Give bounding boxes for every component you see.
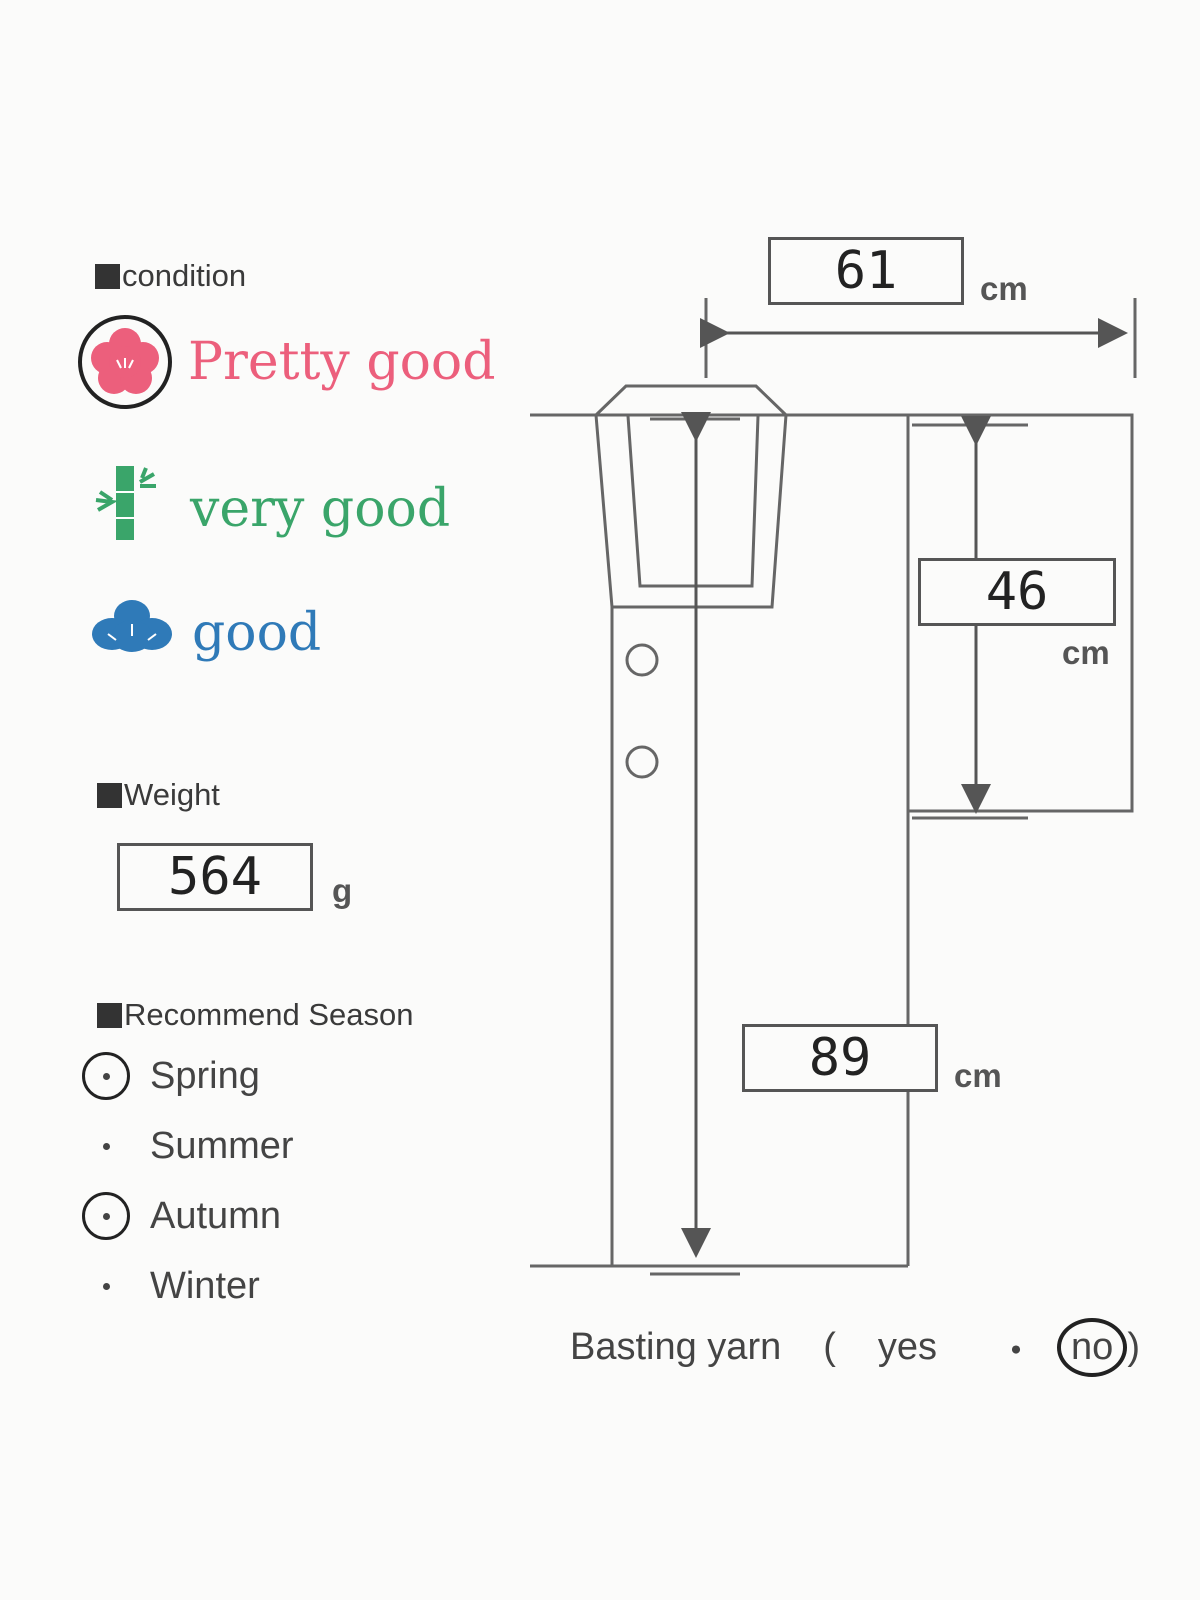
weight-heading: Weight	[97, 777, 220, 813]
condition-label: good	[192, 602, 322, 663]
condition-option-very-good[interactable]: very good	[92, 462, 450, 555]
open-paren: (	[823, 1326, 836, 1368]
season-label: Winter	[150, 1264, 260, 1307]
basting-yarn-label: Basting yarn	[570, 1326, 782, 1368]
length-field[interactable]: 89	[742, 1024, 938, 1092]
pine-icon	[92, 598, 172, 667]
width-field[interactable]: 61	[768, 237, 964, 305]
season-option-winter[interactable]: Winter	[82, 1262, 294, 1310]
basting-yarn-row: Basting yarn ( yes ・ no )	[570, 1318, 1140, 1377]
selected-circle-mark	[82, 1052, 130, 1100]
season-list: Spring Summer Autumn Winter	[82, 1052, 294, 1310]
sleeve-outline	[906, 413, 1134, 813]
basting-yarn-yes[interactable]: yes	[877, 1326, 938, 1368]
sleeve-length-field[interactable]: 46	[918, 558, 1116, 626]
selected-circle-mark	[82, 1192, 130, 1240]
season-label: Autumn	[150, 1194, 281, 1237]
condition-label: Pretty good	[188, 332, 496, 392]
season-label: Spring	[150, 1054, 260, 1097]
width-unit: cm	[980, 270, 1028, 307]
season-option-spring[interactable]: Spring	[82, 1052, 294, 1100]
condition-option-pretty-good[interactable]: Pretty good	[78, 315, 496, 409]
length-unit: cm	[954, 1057, 1002, 1094]
close-paren: )	[1127, 1326, 1140, 1368]
bullet-mark	[82, 1262, 130, 1310]
separator: ・	[997, 1331, 1036, 1373]
basting-yarn-no[interactable]: no	[1057, 1318, 1128, 1377]
season-option-summer[interactable]: Summer	[82, 1122, 294, 1170]
bullet-mark	[82, 1122, 130, 1170]
weight-unit: g	[332, 872, 353, 909]
condition-option-good[interactable]: good	[92, 598, 321, 667]
sleeve-length-unit: cm	[1062, 634, 1110, 671]
collar-inner	[626, 415, 760, 588]
weight-field[interactable]: 564	[117, 843, 313, 911]
bamboo-icon	[92, 462, 162, 555]
button-circle	[625, 643, 659, 677]
season-option-autumn[interactable]: Autumn	[82, 1192, 294, 1240]
season-label: Summer	[150, 1124, 294, 1167]
condition-label: very good	[190, 478, 451, 539]
condition-heading: condition	[95, 258, 246, 294]
season-heading: Recommend Season	[97, 997, 414, 1033]
plum-blossom-icon	[78, 315, 172, 409]
button-circle	[625, 745, 659, 779]
